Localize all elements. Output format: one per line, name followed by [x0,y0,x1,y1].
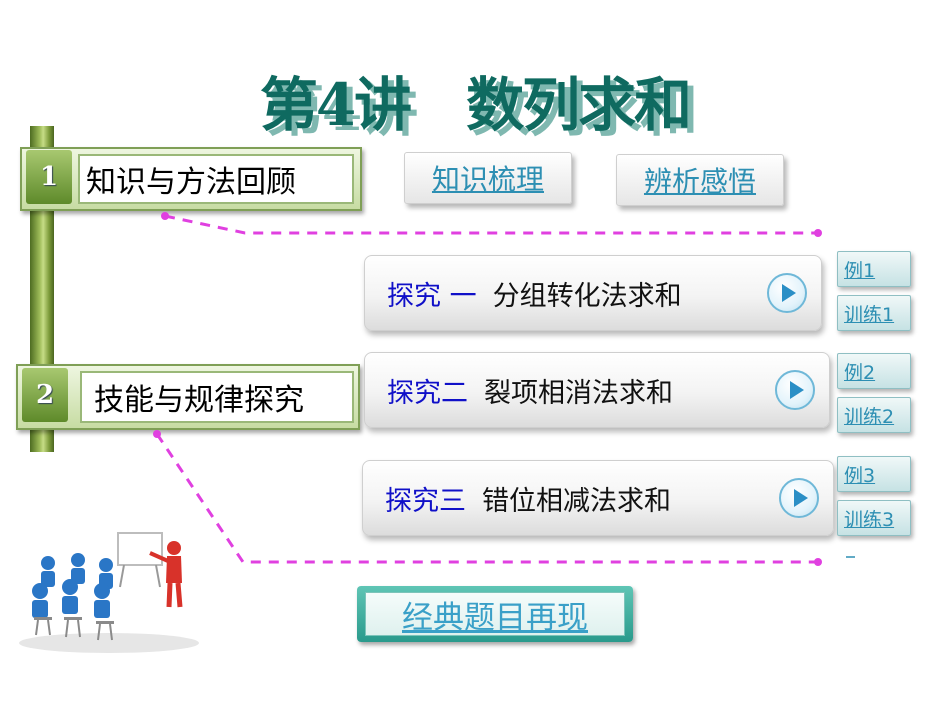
explore-3-prefix: 探究三 [385,485,466,517]
play-icon [794,489,808,507]
page-title: 第4讲 数列求和 第4讲 数列求和 [0,58,950,144]
play-icon [790,381,804,399]
connector-bottom-start-dot [153,430,161,438]
tab-knowledge-review[interactable]: 知识梳理 [404,152,572,204]
explore-1[interactable]: 探究 一 分组转化法求和 [364,255,822,331]
explore-1-prefix: 探究 一 [387,280,477,312]
explore-1-play-button[interactable] [767,273,807,313]
explore-3-text: 错位相减法求和 [482,485,671,517]
explore-3[interactable]: 探究三 错位相减法求和 [362,460,834,536]
section-2-label: 技能与规律探究 [80,371,354,423]
example-2-button[interactable]: 例2 [837,353,911,389]
section-1-label: 知识与方法回顾 [78,154,354,204]
training-1-button[interactable]: 训练1 [837,295,911,331]
connector-top-start-dot [161,212,169,220]
classroom-illustration [19,532,199,653]
training-2-button[interactable]: 训练2 [837,397,911,433]
section-2-number: 2 [22,368,68,422]
classic-problems-button[interactable]: 经典题目再现 [357,586,633,642]
play-icon [782,284,796,302]
section-1-number: 1 [26,150,72,204]
example-1-button[interactable]: 例1 [837,251,911,287]
example-3-button[interactable]: 例3 [837,456,911,492]
page-title-text: 第4讲 数列求和 [259,71,692,139]
page-title-shadow: 第4讲 数列求和 [265,76,698,144]
connector-bottom-end-dot [814,558,822,566]
explore-1-text: 分组转化法求和 [492,280,682,312]
connector-top [164,214,818,235]
explore-2-text: 裂项相消法求和 [484,377,673,409]
section-1-plate[interactable]: 1 知识与方法回顾 [20,147,362,211]
explore-2-play-button[interactable] [775,370,815,410]
explore-2[interactable]: 探究二 裂项相消法求和 [364,352,830,428]
connector-top-end-dot [814,229,822,237]
explore-2-prefix: 探究二 [387,377,468,409]
section-2-plate[interactable]: 2 技能与规律探究 [16,364,360,430]
training-3-button[interactable]: 训练3 [837,500,911,536]
classic-problems-label: 经典题目再现 [365,592,625,636]
explore-3-play-button[interactable] [779,478,819,518]
tab-analysis-insight[interactable]: 辨析感悟 [616,154,784,206]
